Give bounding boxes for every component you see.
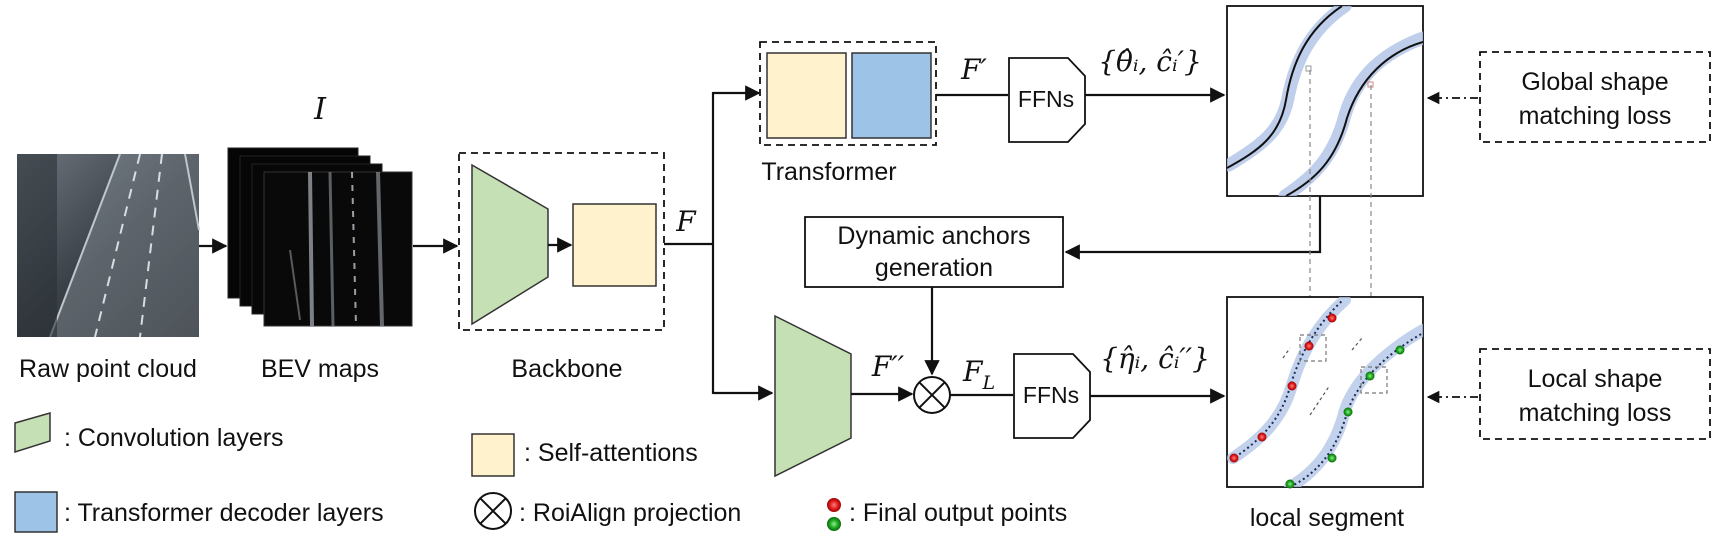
symbol-f: F (675, 205, 697, 238)
bev-maps-stack (227, 147, 413, 327)
backbone-label: Backbone (511, 355, 622, 383)
local-output-set: {η̂ᵢ, ĉᵢ′′} (1100, 342, 1210, 375)
raw-point-cloud-label: Raw point cloud (19, 355, 197, 383)
roialign-operator (913, 376, 951, 414)
symbol-f-l: FL (962, 355, 995, 394)
legend-conv-swatch (14, 412, 51, 454)
bev-maps-label: BEV maps (261, 355, 379, 383)
transformer-decoder-layers (851, 52, 932, 139)
legend-roialign-icon (474, 492, 512, 530)
transformer-label: Transformer (761, 158, 896, 186)
conv-layers-second (774, 314, 852, 478)
legend-red-point (827, 498, 841, 512)
legend-conv-label: : Convolution layers (64, 424, 284, 452)
global-output-set: {θ̂ᵢ, ĉᵢ′} (1098, 45, 1202, 78)
legend-self-attn-swatch (471, 433, 515, 477)
line-panel-to-anchors (1064, 196, 1322, 260)
backbone-conv-layers (471, 163, 549, 326)
ffn-top-block (1008, 57, 1086, 143)
global-loss-line2: matching loss (1519, 102, 1672, 130)
legend-self-attn-label: : Self-attentions (524, 439, 698, 467)
legend-roialign-label: : RoiAlign projection (519, 499, 741, 527)
ffn-bottom-label: FFNs (1023, 382, 1079, 408)
transformer-box (759, 41, 937, 146)
global-loss-line1: Global shape (1521, 68, 1668, 96)
legend-green-point (827, 517, 841, 531)
global-loss-box (1479, 51, 1711, 143)
backbone-self-attention (572, 203, 657, 287)
dynamic-anchors-line2: generation (875, 254, 993, 282)
local-loss-line2: matching loss (1519, 399, 1672, 427)
legend-final-points-label: : Final output points (849, 499, 1067, 527)
ffn-bottom-block (1013, 353, 1091, 439)
symbol-f-prime: F′ (960, 53, 987, 86)
local-loss-line1: Local shape (1528, 365, 1663, 393)
global-lane-panel (1226, 5, 1424, 197)
dynamic-anchors-box (804, 216, 1064, 288)
legend: : Convolution layers : Self-attentions :… (14, 412, 1067, 533)
local-segment-label: local segment (1250, 504, 1404, 532)
legend-decoder-swatch (14, 491, 58, 533)
backbone-box (458, 152, 665, 331)
raw-point-cloud-image (17, 153, 200, 338)
ffn-top-label: FFNs (1018, 86, 1074, 112)
legend-decoder-label: : Transformer decoder layers (64, 499, 384, 527)
local-loss-box (1479, 348, 1711, 440)
transformer-self-attention (766, 52, 847, 139)
dynamic-anchors-line1: Dynamic anchors (837, 222, 1030, 250)
symbol-i: I (313, 92, 327, 127)
symbol-f-double-prime: F′′ (871, 350, 905, 383)
local-segment-panel (1226, 296, 1424, 489)
